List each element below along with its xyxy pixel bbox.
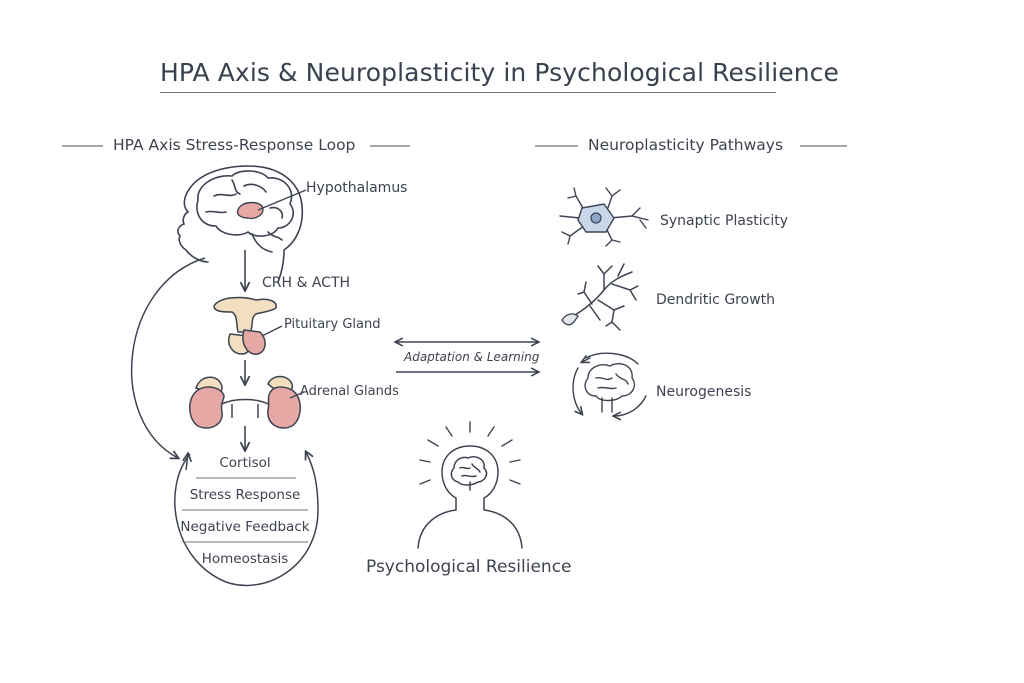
neurogenesis-label: Neurogenesis [656,384,752,400]
axon-stub [561,313,579,326]
hypothalamus-label: Hypothalamus [306,180,408,196]
pituitary-gland-icon [213,296,277,355]
resilience-label: Psychological Resilience [366,557,572,577]
page-title: HPA Axis & Neuroplasticity in Psychologi… [160,58,840,87]
hypothalamus-leader-line [257,189,307,211]
adrenal-glands-icon [189,375,301,429]
pituitary-leader-line [261,325,283,337]
adrenal-label: Adrenal Glands [300,384,399,399]
loop-item-homeostasis: Homeostasis [201,551,289,567]
pituitary-label: Pituitary Gland [284,317,381,332]
loop-left-arrowhead [186,454,188,471]
title-underline [160,92,776,93]
dendritic-growth-label: Dendritic Growth [656,292,775,308]
loop-item-negative-feedback: Negative Feedback [180,519,310,535]
loop-separators [182,477,308,543]
neuro-section-heading: Neuroplasticity Pathways [588,136,784,154]
loop-item-cortisol: Cortisol [219,455,271,471]
adaptation-learning-label: Adaptation & Learning [404,350,540,364]
resilience-head-icon [417,445,523,549]
crh-acth-label: CRH & ACTH [262,275,351,291]
neurogenesis-icon [572,352,647,416]
resilience-rays-icon [419,421,521,485]
adrenal-leader-line [289,391,305,399]
hypothalamus-icon [236,201,264,220]
dendrite-icon [569,263,639,331]
neuron-nucleus [590,212,602,224]
synaptic-plasticity-label: Synaptic Plasticity [660,213,788,229]
loop-item-stress-response: Stress Response [189,487,301,503]
head-brain-icon [177,165,304,283]
homeostasis-loop [174,452,319,587]
feedback-loop-arrow [130,257,206,458]
neuron-icon [559,187,649,247]
hpa-section-heading: HPA Axis Stress-Response Loop [113,136,356,154]
